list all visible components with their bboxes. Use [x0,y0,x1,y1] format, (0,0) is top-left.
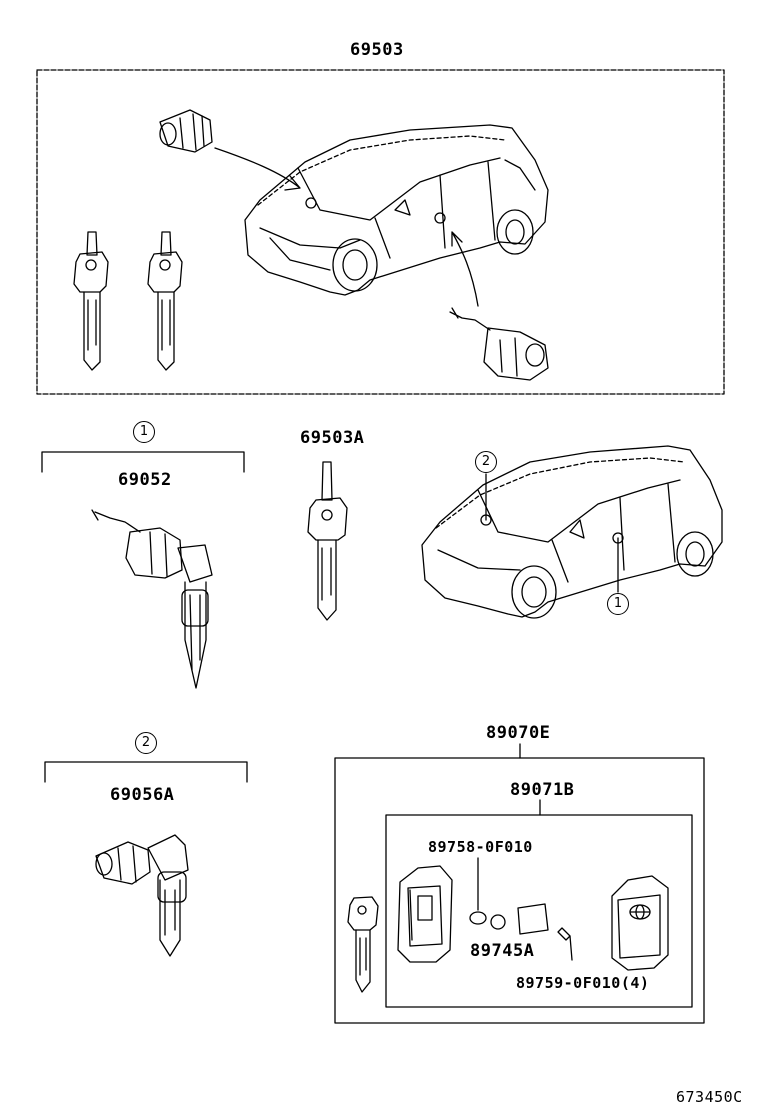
main-set-label: 69503 [350,40,404,60]
car-door-ref-badge: 1 [607,593,629,615]
door-cylinder-ref-badge: 1 [133,421,155,443]
arrow-to-door [451,231,479,307]
illustration-code: 673450C [676,1088,743,1106]
car-illustration-top [244,124,549,296]
door-cylinder-illustration [91,509,213,689]
battery-label: 89758-0F010 [428,838,533,856]
door-cylinder-top [449,307,549,381]
transmitter-housing-frame [385,814,693,1008]
screw-illustration [557,927,573,961]
transmitter-housing-illustration [397,865,453,963]
key-top-left [73,231,109,371]
transmitter-front-illustration [611,875,669,971]
arrow-to-hood [214,147,301,191]
screw-label: 89759-0F010(4) [516,974,650,992]
transmitter-housing-label: 89071B [510,780,575,800]
battery-illustration [469,857,487,925]
key-blank-illustration [307,461,348,621]
hood-cylinder-illustration [95,834,189,957]
key-top-right [147,231,183,371]
car-illustration-middle [421,445,723,619]
hood-cylinder-top [159,109,213,153]
door-cylinder-bracket [41,451,245,473]
transmitter-key-illustration [347,896,379,993]
hood-cylinder-ref-badge: 2 [135,732,157,754]
door-cylinder-label: 69052 [118,470,172,490]
plate-illustration [517,903,549,935]
cover-label: 89745A [470,941,535,961]
main-set-frame [36,69,725,395]
key-blank-label: 69503A [300,428,365,448]
hood-cylinder-label: 69056A [110,785,175,805]
transmitter-set-label: 89070E [486,723,551,743]
hood-cylinder-bracket [44,761,248,783]
car-hood-ref-badge: 2 [475,451,497,473]
cover-illustration [490,914,506,930]
